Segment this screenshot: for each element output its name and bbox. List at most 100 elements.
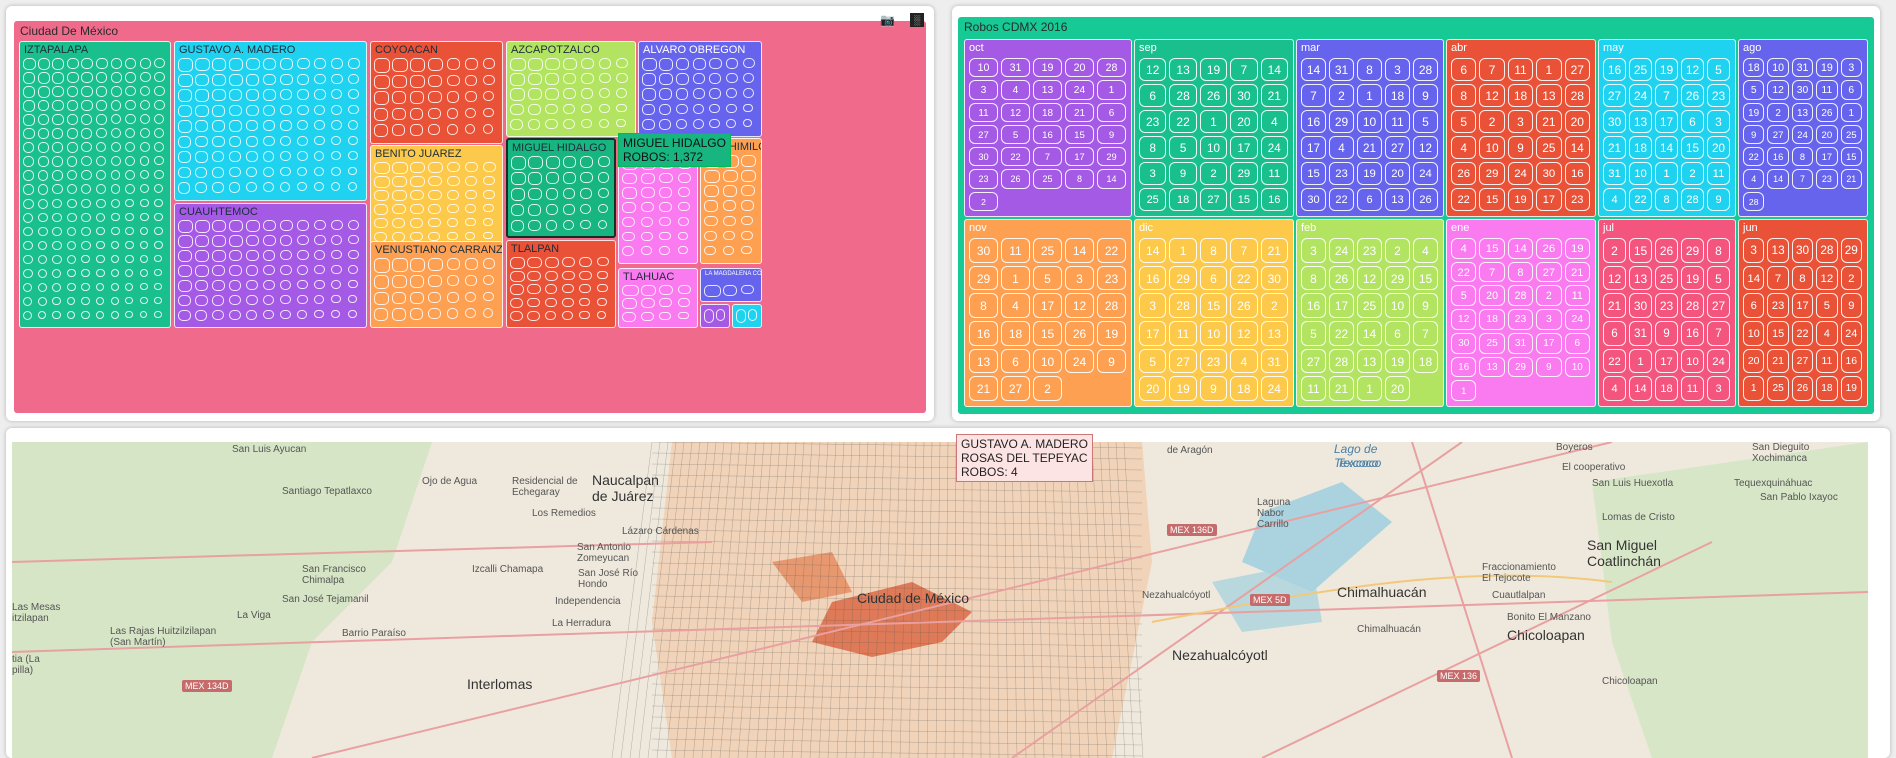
day-box[interactable]: 11 [1385,110,1410,133]
colonia-box[interactable] [392,124,406,137]
day-box[interactable]: 20 [1707,136,1730,159]
colonia-box[interactable] [110,310,119,319]
colonia-box[interactable] [195,265,209,277]
colonia-box[interactable] [545,103,559,115]
colonia-box[interactable] [511,172,526,186]
day-box[interactable]: 4 [1260,110,1288,133]
day-box[interactable]: 2 [1199,162,1228,185]
colonia-box[interactable] [110,268,120,277]
colonia-box[interactable] [544,257,559,268]
colonia-box[interactable] [726,118,737,128]
colonia-box[interactable] [642,118,655,131]
colonia-box[interactable] [154,128,165,138]
colonia-box[interactable] [212,220,227,233]
day-box[interactable]: 1 [1357,84,1382,107]
colonia-box[interactable] [722,285,738,296]
day-box[interactable]: 21 [1603,136,1626,159]
day-box[interactable]: 17 [1139,321,1167,346]
colonia-box[interactable] [640,172,656,184]
colonia-box[interactable] [280,235,293,246]
colonia-box[interactable] [482,162,496,172]
colonia-box[interactable] [510,118,524,131]
day-box[interactable]: 20 [1816,124,1838,145]
day-box[interactable]: 22 [1097,238,1126,263]
colonia-box[interactable] [297,120,309,131]
colonia-box[interactable] [428,91,442,104]
colonia-box[interactable] [642,103,656,116]
colonia-box[interactable] [464,291,477,303]
day-box[interactable]: 4 [1230,348,1258,374]
colonia-box[interactable] [229,151,241,163]
colonia-box[interactable] [640,298,655,309]
colonia-box[interactable] [66,184,78,195]
day-box[interactable]: 23 [1357,238,1382,263]
day-box[interactable]: 26 [1065,321,1094,346]
day-box[interactable]: 4 [1413,238,1438,263]
colonia-box[interactable] [195,135,208,148]
colonia-box[interactable] [125,170,135,180]
colonia-box[interactable] [510,103,524,116]
colonia-box[interactable] [66,128,78,139]
day-box[interactable]: 5 [1169,136,1197,159]
colonia-box[interactable] [37,86,50,98]
colonia-box[interactable] [580,220,591,230]
colonia-box[interactable] [692,73,706,85]
colonia-box[interactable] [677,172,691,183]
day-box[interactable]: 10 [1564,356,1590,378]
colonia-box[interactable] [545,58,560,71]
day-box[interactable]: 18 [1033,102,1062,122]
day-box[interactable]: 8 [969,293,998,318]
day-box[interactable]: 7 [1707,321,1730,346]
day-box[interactable]: 14 [1357,321,1382,346]
colonia-box[interactable] [110,72,122,83]
colonia-box[interactable] [263,58,277,71]
colonia-box[interactable] [52,198,63,209]
day-box[interactable]: 17 [1329,293,1354,318]
day-box[interactable]: 10 [1681,348,1704,374]
day-box[interactable]: 5 [1707,58,1730,81]
day-box[interactable]: 23 [1139,110,1167,133]
colonia-box[interactable] [392,274,407,289]
colonia-box[interactable] [528,156,544,170]
colonia-box[interactable] [212,250,226,262]
colonia-box[interactable] [446,291,459,303]
colonia-box[interactable] [563,172,576,184]
colonia-box[interactable] [446,258,461,271]
day-box[interactable]: 4 [1816,321,1838,346]
colonia-box[interactable] [741,285,755,295]
colonia-box[interactable] [246,295,258,306]
day-box[interactable]: 30 [1791,238,1814,263]
colonia-box[interactable] [178,265,192,278]
day-box[interactable]: 8 [1139,136,1167,159]
day-box[interactable]: 23 [1097,265,1126,291]
day-box[interactable]: 29 [969,265,998,291]
colonia-box[interactable] [675,118,688,130]
colonia-box[interactable] [212,151,225,163]
colonia-box[interactable] [446,232,458,241]
day-box[interactable]: 9 [1743,124,1765,145]
colonia-box[interactable] [280,265,292,276]
colonia-box[interactable] [110,156,121,166]
colonia-box[interactable] [125,58,137,69]
colonia-box[interactable] [562,257,576,268]
day-box[interactable]: 19 [1655,58,1678,81]
day-box[interactable]: 24 [1329,238,1354,263]
colonia-box[interactable] [464,91,477,102]
day-box[interactable]: 10 [1479,136,1505,159]
day-box[interactable]: 21 [1260,238,1288,263]
delegation-cell[interactable] [732,304,762,328]
day-box[interactable]: 16 [1139,265,1167,291]
colonia-box[interactable] [154,184,164,194]
day-box[interactable]: 13 [1357,348,1382,374]
colonia-box[interactable] [314,120,325,131]
colonia-box[interactable] [110,282,119,291]
colonia-box[interactable] [527,103,542,115]
day-box[interactable]: 15 [1681,136,1704,159]
day-box[interactable]: 12 [1413,136,1438,159]
colonia-box[interactable] [52,100,64,112]
day-box[interactable]: 12 [1139,58,1167,81]
colonia-box[interactable] [280,151,291,162]
colonia-box[interactable] [263,104,276,116]
